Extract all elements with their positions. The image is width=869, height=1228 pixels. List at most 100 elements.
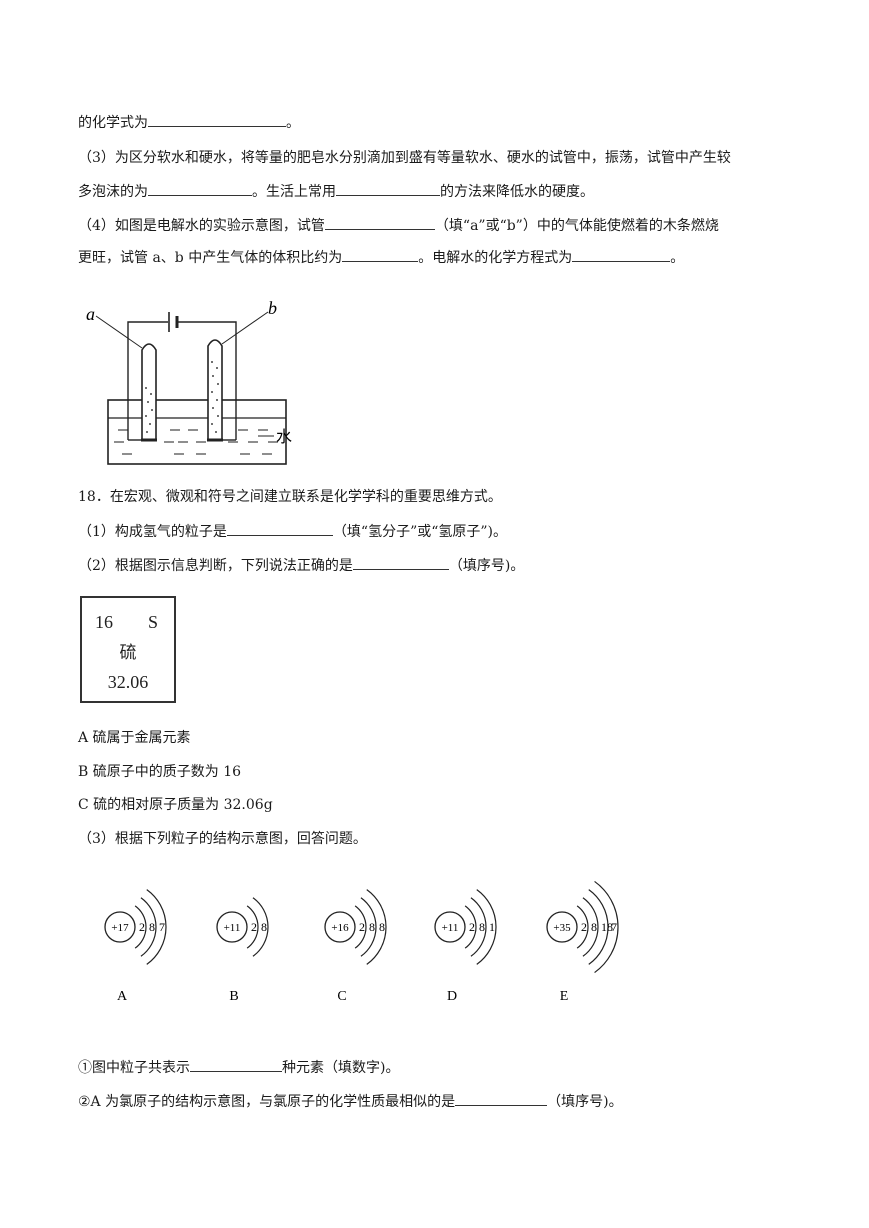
electron-count: 2 [251, 920, 257, 934]
answer-blank[interactable] [226, 521, 333, 536]
electron-count: 1 [489, 920, 495, 934]
electron-shell [252, 897, 269, 957]
text: （填序号)。 [448, 558, 525, 574]
atom-label: D [447, 989, 457, 1004]
label-b: b [268, 298, 277, 318]
question-18-1: （1）构成氢气的粒子是 （填“氢分子”或“氢原子”)。 [78, 521, 507, 542]
answer-blank[interactable] [352, 555, 449, 570]
atom-label: B [229, 989, 238, 1004]
question-3-line1: （3）为区分软水和硬水，将等量的肥皂水分别滴加到盛有等量软水、硬水的试管中，振荡… [78, 148, 731, 168]
element-name: 硫 [119, 643, 137, 663]
electron-shell [246, 905, 259, 949]
electron-shell [594, 880, 619, 974]
answer-blank[interactable] [190, 1057, 282, 1072]
text: A 硫属于金属元素 [78, 730, 191, 746]
question-18-2: （2）根据图示信息判断，下列说法正确的是 （填序号)。 [78, 555, 524, 576]
option-b: B 硫原子中的质子数为 16 [78, 762, 241, 782]
question-4-line1: （4）如图是电解水的实验示意图，试管 （填“a”或“b”）中的气体能使燃着的木条燃… [78, 215, 719, 236]
atom-label: C [337, 989, 346, 1004]
nucleus-charge: +35 [553, 922, 571, 934]
text: （填“a”或“b”）中的气体能使燃着的木条燃烧 [434, 218, 719, 234]
question-18-title: 18．在宏观、微观和符号之间建立联系是化学学科的重要思维方式。 [78, 487, 502, 507]
nucleus-circle [546, 911, 578, 943]
text: （3）为区分软水和硬水，将等量的肥皂水分别滴加到盛有等量软水、硬水的试管中，振荡… [78, 150, 731, 166]
text: 。 [286, 115, 300, 131]
sub-question-2: ②A 为氯原子的结构示意图，与氯原子的化学性质最相似的是 （填序号)。 [78, 1091, 623, 1112]
electron-shell [146, 889, 167, 965]
electrolysis-diagram: a b 水 [86, 298, 292, 465]
option-a: A 硫属于金属元素 [78, 728, 191, 748]
electron-shell [464, 905, 477, 949]
text: （4）如图是电解水的实验示意图，试管 [78, 218, 325, 234]
atom-label: E [560, 989, 569, 1004]
electron-count: 2 [359, 920, 365, 934]
nucleus-circle [434, 911, 466, 943]
electron-shell [366, 889, 387, 965]
electron-shell [476, 889, 497, 965]
text: （2）根据图示信息判断，下列说法正确的是 [78, 558, 353, 574]
text: 的方法来降低水的硬度。 [440, 184, 594, 200]
line-formula: 的化学式为 。 [78, 112, 300, 133]
text: 更旺，试管 a、b 中产生气体的体积比约为 [78, 250, 343, 266]
answer-blank[interactable] [324, 215, 435, 230]
text: （填序号)。 [547, 1094, 623, 1110]
electron-shell [134, 905, 147, 949]
nucleus-charge: +17 [111, 922, 129, 934]
nucleus-charge: +11 [224, 922, 241, 934]
electron-count: 18 [601, 920, 613, 934]
question-18-3: （3）根据下列粒子的结构示意图，回答问题。 [78, 829, 367, 849]
text: （3）根据下列粒子的结构示意图，回答问题。 [78, 831, 367, 847]
electron-count: 8 [479, 920, 485, 934]
answer-blank[interactable] [455, 1091, 548, 1106]
answer-blank[interactable] [148, 112, 286, 127]
question-4-line2: 更旺，试管 a、b 中产生气体的体积比约为 。电解水的化学方程式为 。 [78, 247, 684, 268]
electron-shell [354, 905, 367, 949]
nucleus-circle [324, 911, 356, 943]
electron-shell [470, 897, 487, 957]
electron-shell [576, 905, 589, 949]
answer-blank[interactable] [336, 181, 440, 196]
nucleus-charge: +16 [331, 922, 349, 934]
nucleus-circle [104, 911, 136, 943]
electron-count: 7 [611, 920, 617, 934]
text: 。生活上常用 [252, 184, 336, 200]
text: 18．在宏观、微观和符号之间建立联系是化学学科的重要思维方式。 [78, 489, 502, 505]
sub-question-1: ①图中粒子共表示 种元素（填数字)。 [78, 1057, 399, 1078]
text: 。 [670, 250, 685, 266]
text: 多泡沫的为 [78, 184, 148, 200]
text: 种元素（填数字)。 [282, 1060, 400, 1076]
water-label: 水 [276, 428, 292, 446]
text: ①图中粒子共表示 [78, 1060, 190, 1076]
question-3-line2: 多泡沫的为 。生活上常用 的方法来降低水的硬度。 [78, 181, 594, 202]
label-a: a [86, 304, 95, 324]
option-c: C 硫的相对原子质量为 32.06g [78, 795, 273, 815]
text: （1）构成氢气的粒子是 [78, 524, 227, 540]
element-symbol: S [147, 612, 158, 632]
electron-count: 8 [379, 920, 385, 934]
nucleus-charge: +11 [442, 922, 459, 934]
electron-shell [582, 897, 599, 957]
electron-count: 8 [261, 920, 267, 934]
atom-label: A [117, 989, 128, 1004]
answer-blank[interactable] [342, 247, 419, 262]
sulfur-element-card: 16 S 硫 32.06 [80, 596, 176, 703]
text: （填“氢分子”或“氢原子”)。 [332, 524, 508, 540]
answer-blank[interactable] [572, 247, 671, 262]
text: 的化学式为 [78, 115, 148, 131]
electron-count: 8 [369, 920, 375, 934]
atomic-mass: 32.06 [107, 672, 149, 692]
atomic-number: 16 [95, 612, 113, 632]
text: B 硫原子中的质子数为 16 [78, 764, 242, 780]
text: 。电解水的化学方程式为 [418, 250, 573, 266]
electron-count: 8 [591, 920, 597, 934]
electron-shell [360, 897, 377, 957]
answer-blank[interactable] [148, 181, 252, 196]
electron-count: 2 [581, 920, 587, 934]
text: ②A 为氯原子的结构示意图，与氯原子的化学性质最相似的是 [78, 1094, 456, 1110]
